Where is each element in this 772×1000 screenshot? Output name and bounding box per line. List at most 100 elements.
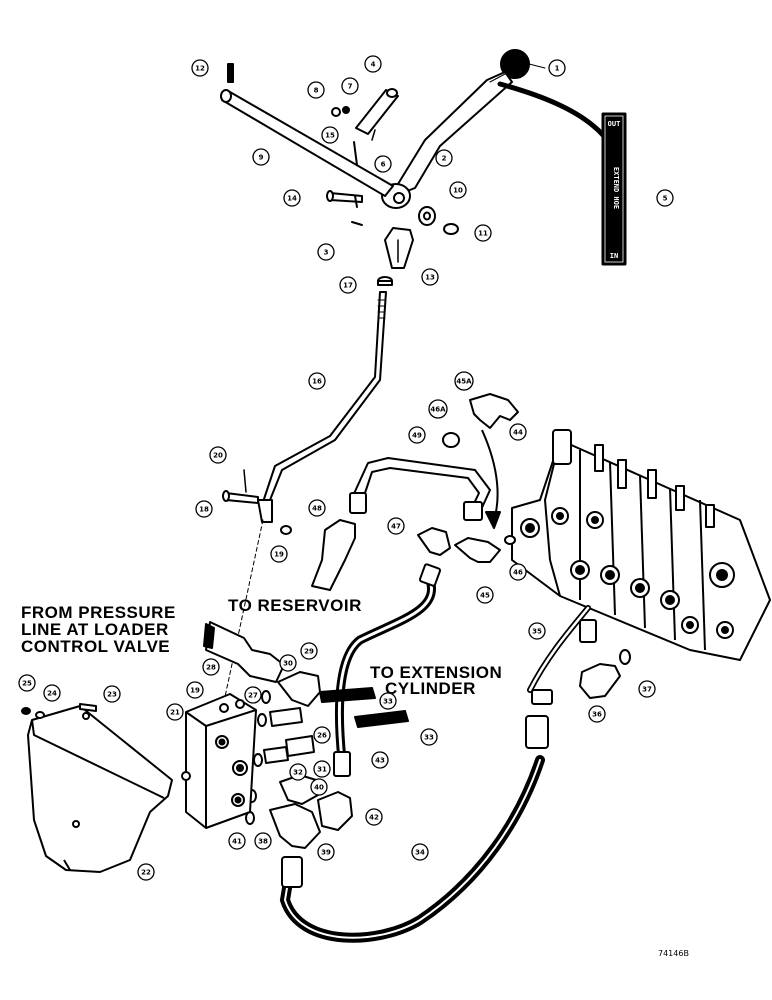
callout-circle [509, 563, 527, 581]
callout-number: 43 [375, 757, 385, 765]
clevis-yoke [384, 227, 414, 269]
callout-number: 33 [424, 734, 434, 742]
control-lever [397, 71, 513, 194]
callout-circle [476, 586, 494, 604]
callout-circle [103, 685, 121, 703]
callout-28: 28 [202, 658, 220, 676]
callout-circle [435, 149, 453, 167]
hoe-extension-decal: OUT EXTEND HOE IN [601, 112, 627, 266]
callout-24: 24 [43, 684, 61, 702]
callout-number: 25 [22, 680, 32, 688]
adapter-32 [263, 746, 289, 764]
decal-middle-text: EXTEND HOE [612, 167, 620, 209]
callout-44: 44 [509, 423, 527, 441]
callout-12: 12 [191, 59, 209, 77]
pivot-rod [221, 91, 394, 197]
callout-circle [307, 81, 325, 99]
callout-48: 48 [308, 499, 326, 517]
callout-14: 14 [283, 189, 301, 207]
callout-circle [588, 705, 606, 723]
callout-number: 15 [325, 132, 335, 140]
elbow-36 [579, 663, 621, 699]
callout-number: 10 [453, 187, 463, 195]
callout-circle [321, 126, 339, 144]
callout-number: 38 [258, 838, 268, 846]
callout-21: 21 [166, 703, 184, 721]
washer-24 [35, 711, 45, 719]
callout-31: 31 [313, 760, 331, 778]
washer-8 [331, 107, 341, 117]
callout-circle [365, 808, 383, 826]
callout-number: 46 [513, 569, 523, 577]
callout-number: 40 [314, 784, 324, 792]
callout-circle [528, 622, 546, 640]
callout-circle [548, 59, 566, 77]
callout-circle [364, 55, 382, 73]
callout-circle [270, 545, 288, 563]
callout-circle [420, 728, 438, 746]
callout-circle [408, 426, 426, 444]
valve-guard [21, 703, 173, 873]
callout-20: 20 [209, 446, 227, 464]
cap-screw-23 [79, 703, 97, 712]
ring-7 [342, 106, 350, 114]
callout-34: 34 [411, 843, 429, 861]
callout-37: 37 [638, 680, 656, 698]
control-lever-assembly [219, 49, 606, 721]
callout-circle [509, 423, 527, 441]
callout-number: 17 [343, 282, 353, 290]
callout-number: 34 [415, 849, 425, 857]
callout-number: 32 [293, 769, 303, 777]
pressure-line-28 [205, 621, 285, 683]
callout-circle [341, 77, 359, 95]
callout-1: 1 [548, 59, 566, 77]
callout-38: 38 [254, 832, 272, 850]
callout-circle [421, 268, 439, 286]
callout-circle [313, 726, 331, 744]
label-from-pressure-line-1: FROM PRESSURE [21, 603, 176, 622]
callout-circle [308, 372, 326, 390]
callout-3: 3 [317, 243, 335, 261]
callout-43: 43 [371, 751, 389, 769]
callout-13: 13 [421, 268, 439, 286]
callout-circle [300, 642, 318, 660]
callout-circle [18, 674, 36, 692]
label-from-pressure-line-3: CONTROL VALVE [21, 637, 170, 656]
cotter-12 [227, 63, 234, 83]
callout-49: 49 [408, 426, 426, 444]
callout-circle [186, 681, 204, 699]
callout-number: 9 [259, 154, 264, 162]
callout-number: 48 [312, 505, 322, 513]
callout-circle [656, 189, 674, 207]
callout-circle [166, 703, 184, 721]
callout-circle [339, 276, 357, 294]
callout-10: 10 [449, 181, 467, 199]
callout-6: 6 [374, 155, 392, 173]
callout-group: 1234567891011121314151617181920192122232… [18, 55, 674, 881]
callout-number: 11 [478, 230, 488, 238]
callout-number: 27 [248, 692, 258, 700]
callout-22: 22 [137, 863, 155, 881]
callout-circle [317, 243, 335, 261]
callout-number: 31 [317, 766, 327, 774]
callout-number: 45 [480, 592, 490, 600]
callout-circle [449, 181, 467, 199]
callout-number: 5 [663, 195, 668, 203]
callout-circle [195, 500, 213, 518]
callout-circle [317, 843, 335, 861]
callout-circle [283, 189, 301, 207]
callout-33b: 33 [379, 692, 397, 710]
valve-fittings [311, 393, 631, 699]
callout-17: 17 [339, 276, 357, 294]
decal-bottom-text: IN [610, 252, 618, 260]
callout-number: 24 [47, 690, 57, 698]
callout-number: 39 [321, 849, 331, 857]
callout-circle [191, 59, 209, 77]
callout-7: 7 [341, 77, 359, 95]
callout-18: 18 [195, 500, 213, 518]
callout-36: 36 [588, 705, 606, 723]
label-to-reservoir: TO RESERVOIR [228, 596, 362, 615]
ring-11 [443, 223, 459, 235]
callout-number: 4 [371, 61, 376, 69]
